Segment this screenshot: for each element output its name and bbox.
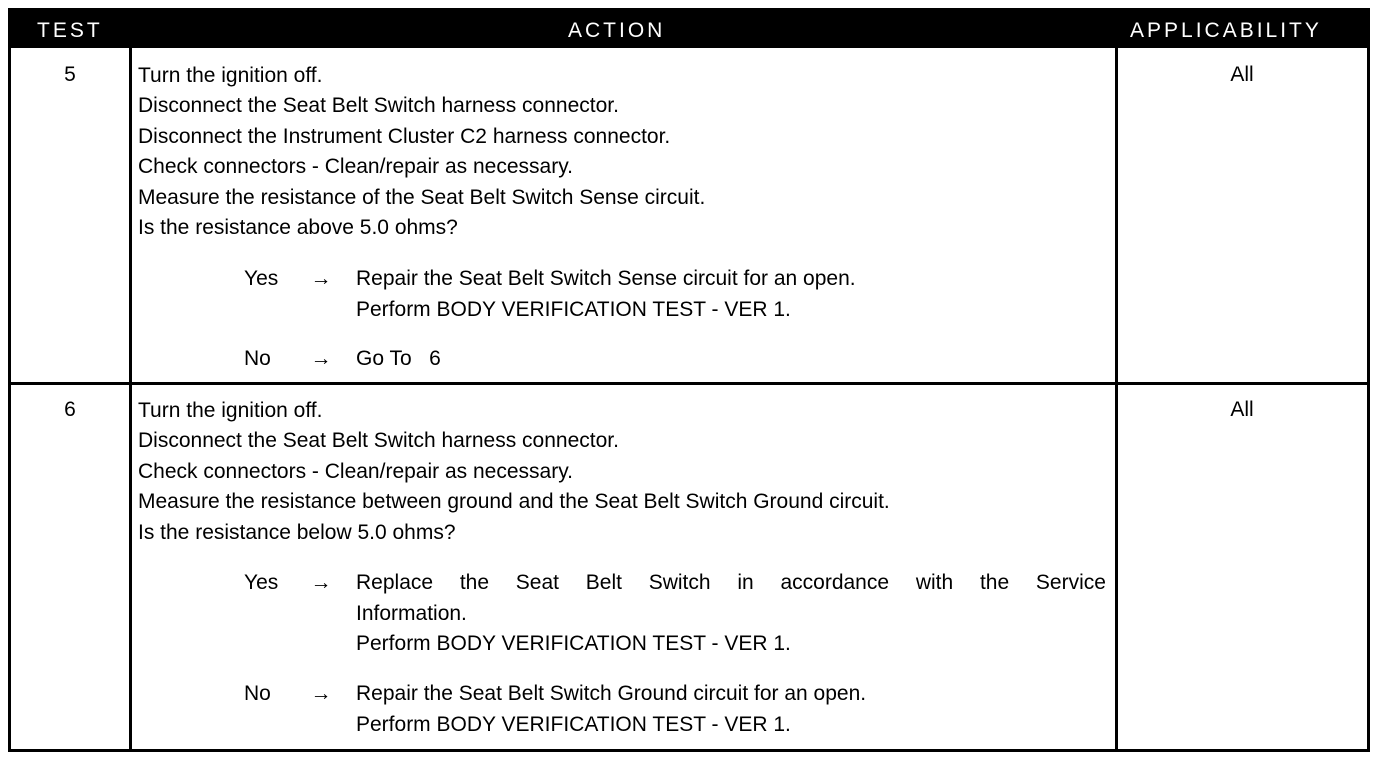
action-step: Is the resistance above 5.0 ohms? bbox=[138, 216, 458, 239]
diagnostic-table: TEST ACTION APPLICABILITY 5 Turn the ign… bbox=[8, 8, 1370, 752]
test-number: 5 bbox=[64, 63, 76, 86]
arrow-right-icon: → bbox=[310, 571, 332, 594]
applicability-value: All bbox=[1230, 63, 1254, 86]
no-result: Go To 6 bbox=[356, 344, 441, 375]
result-word: Service bbox=[1035, 571, 1106, 594]
yes-result: Replace the Seat Belt Switch in accordan… bbox=[356, 568, 1106, 660]
column-divider bbox=[129, 48, 132, 752]
yes-result: Repair the Seat Belt Switch Sense circui… bbox=[356, 264, 856, 325]
row-divider bbox=[11, 382, 1367, 385]
action-step: Measure the resistance between ground an… bbox=[138, 490, 890, 513]
action-step: Turn the ignition off. bbox=[138, 64, 323, 87]
table-header: TEST ACTION APPLICABILITY bbox=[11, 11, 1367, 48]
result-line: Repair the Seat Belt Switch Ground circu… bbox=[356, 682, 867, 705]
yes-label: Yes bbox=[244, 571, 279, 594]
result-line: Repair the Seat Belt Switch Sense circui… bbox=[356, 267, 856, 290]
action-step: Measure the resistance of the Seat Belt … bbox=[138, 186, 706, 209]
action-step: Is the resistance below 5.0 ohms? bbox=[138, 521, 456, 544]
result-line: Perform BODY VERIFICATION TEST - VER 1. bbox=[356, 712, 791, 736]
action-step: Check connectors - Clean/repair as neces… bbox=[138, 155, 573, 178]
action-step: Turn the ignition off. bbox=[138, 399, 323, 422]
arrow-right-icon: → bbox=[310, 347, 332, 370]
result-line: Perform BODY VERIFICATION TEST - VER 1. bbox=[356, 297, 791, 321]
result-word: Belt bbox=[585, 571, 622, 594]
header-action: ACTION bbox=[568, 19, 666, 42]
result-line: Perform BODY VERIFICATION TEST - VER 1. bbox=[356, 632, 791, 655]
header-test: TEST bbox=[37, 19, 103, 42]
action-step: Check connectors - Clean/repair as neces… bbox=[138, 460, 573, 483]
result-line: Information. bbox=[356, 601, 467, 625]
test-number: 6 bbox=[64, 398, 76, 421]
action-step: Disconnect the Seat Belt Switch harness … bbox=[138, 429, 619, 452]
header-applicability: APPLICABILITY bbox=[1130, 19, 1322, 42]
no-label: No bbox=[244, 347, 271, 370]
no-result: Repair the Seat Belt Switch Ground circu… bbox=[356, 679, 866, 740]
arrow-right-icon: → bbox=[310, 267, 332, 290]
result-word: in bbox=[737, 571, 754, 594]
yes-label: Yes bbox=[244, 267, 279, 290]
applicability-value: All bbox=[1230, 398, 1254, 421]
result-word: Replace bbox=[356, 571, 434, 594]
result-word: the bbox=[979, 571, 1010, 594]
result-word: with bbox=[915, 571, 954, 594]
column-divider bbox=[1115, 48, 1118, 752]
arrow-right-icon: → bbox=[310, 682, 332, 705]
result-word: accordance bbox=[780, 571, 890, 594]
result-line: Go To 6 bbox=[356, 347, 441, 370]
action-step: Disconnect the Instrument Cluster C2 har… bbox=[138, 125, 671, 148]
result-word: Switch bbox=[648, 571, 711, 594]
no-label: No bbox=[244, 682, 271, 705]
result-word: the bbox=[459, 571, 490, 594]
action-step: Disconnect the Seat Belt Switch harness … bbox=[138, 94, 619, 117]
result-word: Seat bbox=[515, 571, 559, 594]
result-line-justified: Replace the Seat Belt Switch in accordan… bbox=[356, 568, 1106, 599]
